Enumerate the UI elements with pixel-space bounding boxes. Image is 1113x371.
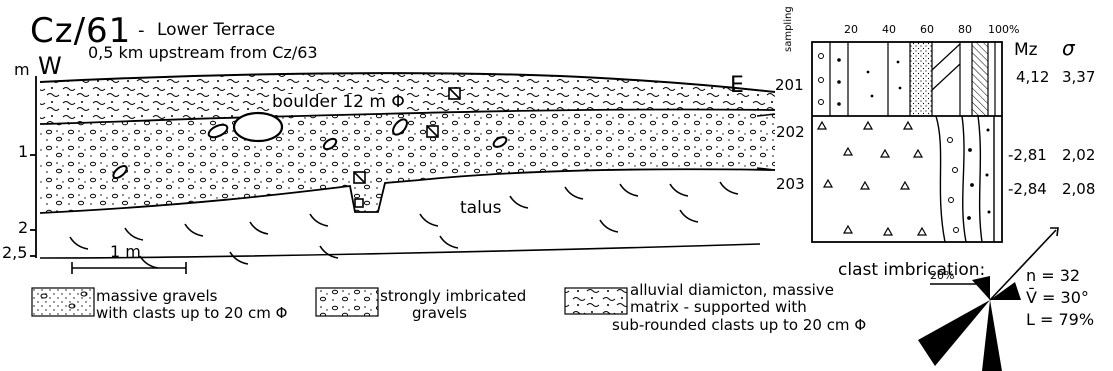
tick-40: 40 xyxy=(882,24,896,35)
column-sigma: σ xyxy=(1062,38,1075,58)
sample-202-203-symbols xyxy=(818,122,926,235)
sigma-202: 2,02 xyxy=(1062,148,1095,163)
boulder xyxy=(234,113,282,141)
grain-size-chart xyxy=(812,42,1002,242)
sigma-203: 2,08 xyxy=(1062,182,1095,197)
depth-label-2-5: 2,5 xyxy=(2,245,27,261)
column-mz: Mz xyxy=(1014,42,1038,59)
stat-n: n = 32 xyxy=(1026,268,1080,284)
legend-imbricated-line2: gravels xyxy=(412,306,467,321)
legend-massive-line2: with clasts up to 20 cm Φ xyxy=(96,306,287,321)
tick-100: 100% xyxy=(988,24,1019,35)
sampling-label: sampling xyxy=(784,6,794,52)
depth-label-1: 1 xyxy=(18,144,28,160)
west-label: W xyxy=(38,54,62,78)
section-base-line xyxy=(40,244,760,258)
scale-bar-label: 1 m xyxy=(110,244,141,260)
tick-60: 60 xyxy=(920,24,934,35)
sample-203-label: 203 xyxy=(776,177,805,192)
legend-swatch-diamicton xyxy=(565,288,627,314)
scale-bar xyxy=(72,262,186,274)
depth-label-2: 2 xyxy=(18,220,28,236)
rose-petal-large xyxy=(918,300,990,366)
legend-diamicton-line3: sub-rounded clasts up to 20 cm Φ xyxy=(612,318,866,333)
mz-202: -2,81 xyxy=(1008,148,1047,163)
legend-swatch-imbricated-gravels xyxy=(316,288,378,316)
legend-massive-line1: massive gravels xyxy=(96,289,217,304)
legend-imbricated-line1: strongly imbricated xyxy=(380,289,526,304)
legend-diamicton-line1: alluvial diamicton, massive xyxy=(630,283,834,298)
stat-l: L = 79% xyxy=(1026,312,1094,328)
tick-80: 80 xyxy=(958,24,972,35)
tick-20: 20 xyxy=(844,24,858,35)
mz-203: -2,84 xyxy=(1008,182,1047,197)
talus-label: talus xyxy=(458,200,503,217)
sample-202-label: 202 xyxy=(776,125,805,140)
location-note: 0,5 km upstream from Cz/63 xyxy=(88,45,318,61)
boulder-label: boulder 12 m Φ xyxy=(270,94,407,111)
y-unit-label: m xyxy=(14,62,30,78)
imbrication-title: clast imbrication: xyxy=(838,262,985,279)
legend-diamicton-line2: matrix - supported with xyxy=(630,300,807,315)
rose-scale-label: 20% xyxy=(930,270,954,281)
east-label: E xyxy=(730,75,744,97)
sigma-201: 3,37 xyxy=(1062,70,1095,85)
mz-201: 4,12 xyxy=(1016,70,1049,85)
depth-axis xyxy=(30,76,36,258)
stat-v: V̄ = 30° xyxy=(1026,290,1089,306)
sample-201-label: 201 xyxy=(775,78,804,93)
title-dash: - xyxy=(138,22,145,40)
section-subtitle: Lower Terrace xyxy=(157,22,275,39)
rose-petal-south xyxy=(982,300,1002,371)
